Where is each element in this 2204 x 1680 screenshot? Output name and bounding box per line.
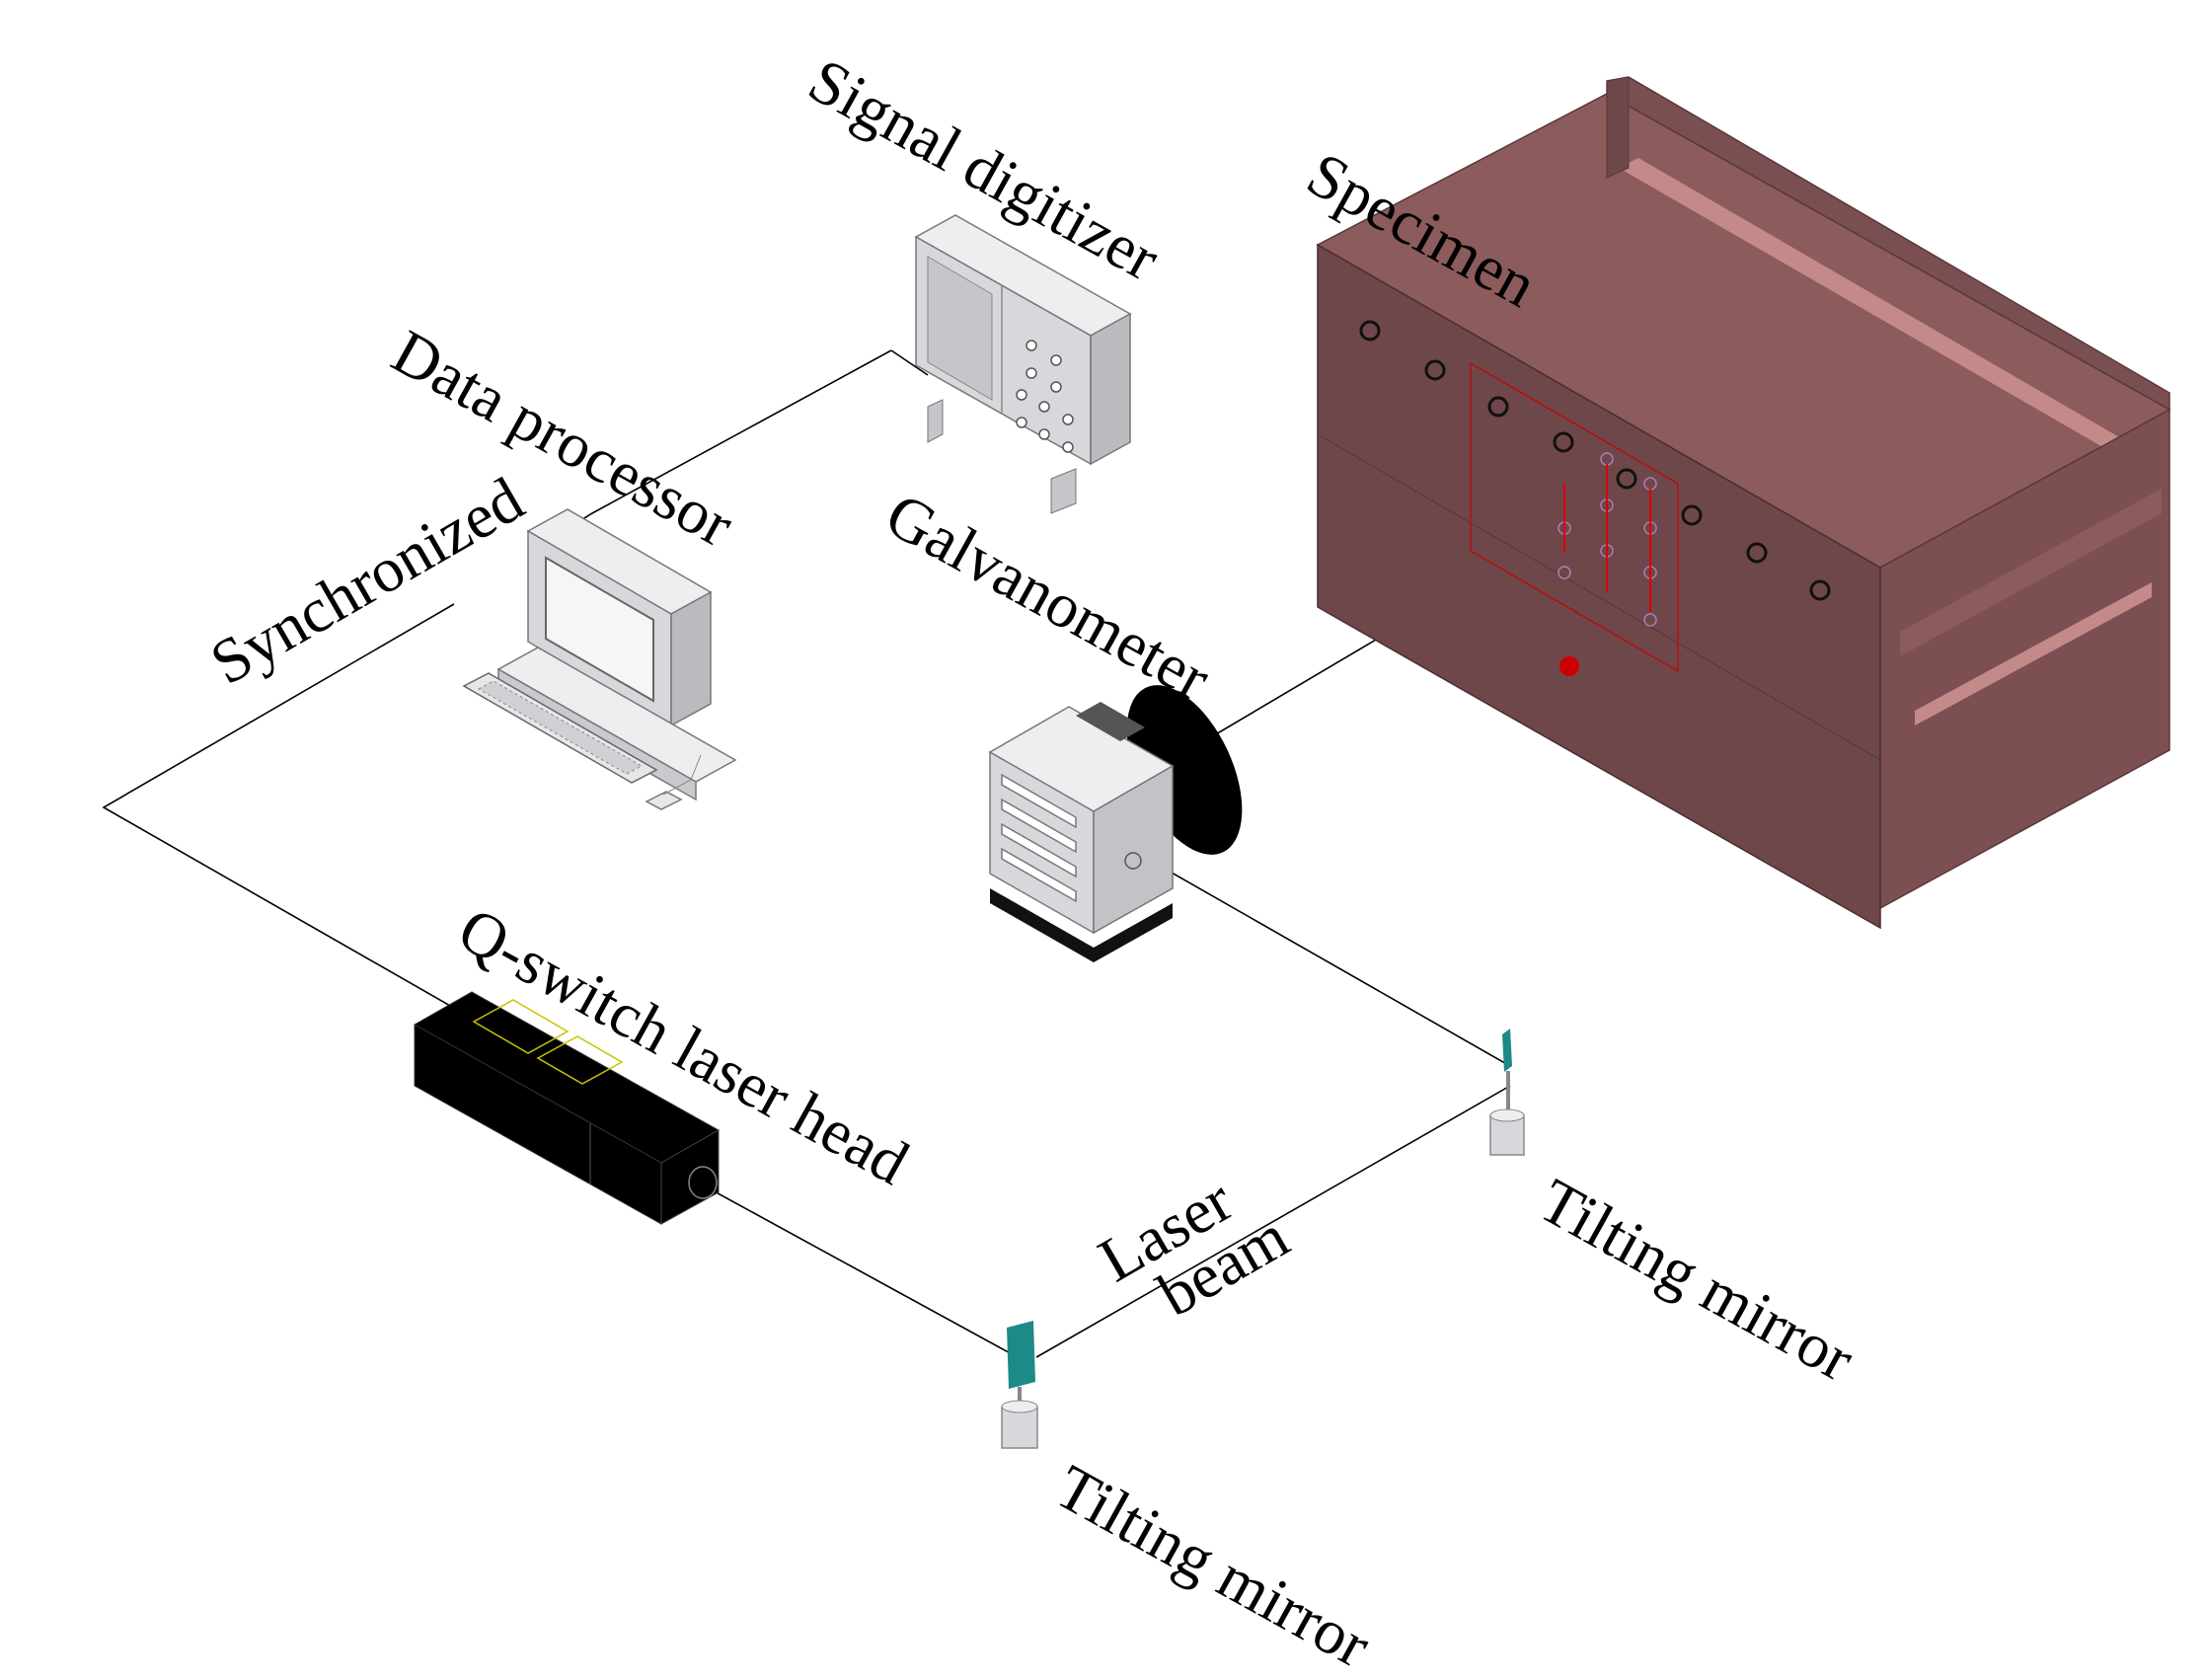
monitor-screen xyxy=(545,556,654,703)
galvanometer-side xyxy=(1093,764,1174,935)
specimen xyxy=(1316,76,2171,930)
mirror-base xyxy=(1001,1406,1038,1449)
specimen-front-midline xyxy=(1317,433,1881,761)
tilting-mirror-right xyxy=(1489,1029,1525,1156)
beam-laserhead-to-mirror-left xyxy=(710,1188,1027,1363)
keyboard-keys xyxy=(477,680,644,775)
beam-mirror-right-to-galvanometer xyxy=(1164,868,1511,1067)
digitizer-knobs xyxy=(1016,340,1074,453)
label-tilting-mirror-left: Tilting mirror xyxy=(1044,1451,1382,1680)
digitizer-foot xyxy=(927,399,944,443)
beam-mirror-left-to-mirror-right xyxy=(1035,1085,1511,1358)
digitizer-foot xyxy=(1050,468,1077,514)
galvanometer xyxy=(988,685,1243,962)
mirror-plate xyxy=(1007,1321,1035,1389)
tilting-mirror-left xyxy=(1001,1321,1038,1449)
knob-icon xyxy=(1038,401,1050,413)
galvanometer-base xyxy=(990,888,1173,962)
digitizer-panel xyxy=(927,256,993,401)
mouse-cable xyxy=(662,754,702,796)
label-tilting-mirror-right: Tilting mirror xyxy=(1528,1165,1865,1394)
galvanometer-slots xyxy=(1001,773,1077,903)
label-galvanometer: Galvanometer xyxy=(874,479,1221,714)
bolt-icon xyxy=(1616,468,1637,490)
scan-area-outline xyxy=(1470,361,1679,673)
mirror-base-top xyxy=(1001,1400,1038,1413)
digitizer-side xyxy=(1090,312,1131,466)
laser-head-panel xyxy=(536,1035,624,1085)
specimen-bolts xyxy=(1359,320,1831,601)
scan-lines xyxy=(1563,464,1651,612)
monitor-side xyxy=(670,590,712,727)
mouse xyxy=(645,791,683,810)
specimen-back-flange-face xyxy=(1606,76,1630,179)
sensor-point-icon xyxy=(1643,613,1657,627)
wire-processor-digitizer-link xyxy=(890,349,929,376)
label-synchronized: Synchronized xyxy=(199,464,535,698)
laser-head-panel xyxy=(472,999,570,1054)
bolt-icon xyxy=(1424,359,1446,381)
knob-icon xyxy=(1050,354,1062,366)
mirror-base-top xyxy=(1489,1108,1525,1122)
excitation-point-icon xyxy=(1559,656,1579,676)
specimen-lower-flange-highlight xyxy=(1915,582,2152,725)
bolt-icon xyxy=(1746,542,1768,564)
specimen-top-highlight xyxy=(1619,158,2152,464)
galvanometer-aperture-icon xyxy=(1124,852,1142,870)
bolt-icon xyxy=(1359,320,1381,342)
specimen-front-face xyxy=(1317,243,1881,930)
bolt-icon xyxy=(1809,579,1831,601)
bolt-icon xyxy=(1487,396,1509,418)
knob-icon xyxy=(1038,428,1050,440)
knob-icon xyxy=(1016,417,1027,428)
specimen-web-lower xyxy=(1900,489,2162,656)
knob-icon xyxy=(1062,441,1074,453)
bolt-icon xyxy=(1553,431,1574,453)
laser-aperture-icon xyxy=(688,1166,718,1199)
mirror-plate xyxy=(1502,1029,1512,1072)
galvanometer-vent xyxy=(1076,702,1145,741)
data-processor xyxy=(462,508,737,810)
bolt-icon xyxy=(1681,504,1703,526)
q-switch-laser-head xyxy=(413,991,721,1225)
knob-icon xyxy=(1062,414,1074,425)
knob-icon xyxy=(1016,389,1027,401)
knob-icon xyxy=(1026,340,1037,351)
knob-icon xyxy=(1050,381,1062,393)
sensor-point-icon xyxy=(1558,566,1571,579)
signal-digitizer xyxy=(914,214,1132,514)
knob-icon xyxy=(1026,367,1037,379)
